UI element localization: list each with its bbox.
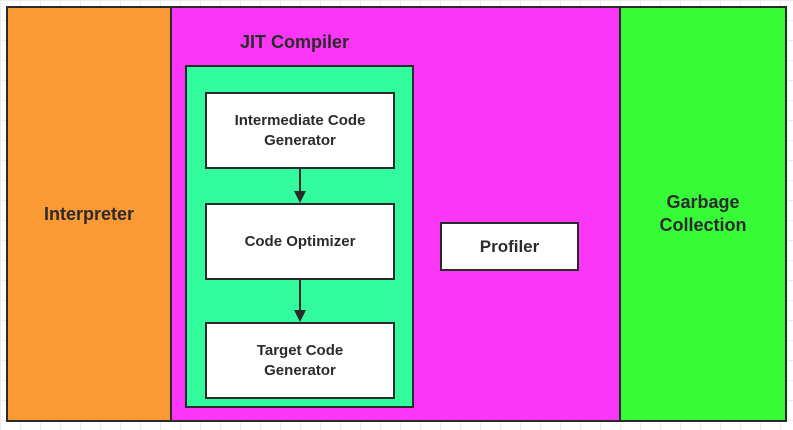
target-code-generator-label-line2: Generator <box>264 361 336 379</box>
interpreter-label: Interpreter <box>43 203 135 224</box>
code-optimizer-box: Code Optimizer <box>205 203 395 280</box>
garbage-collection-block: Garbage Collection <box>619 6 787 422</box>
intermediate-code-generator-label-line2: Generator <box>264 131 336 149</box>
profiler-label: Profiler <box>479 236 540 256</box>
garbage-collection-label-line2: Collection <box>659 215 747 235</box>
target-code-generator-label-line1: Target Code <box>256 341 344 359</box>
intermediate-code-generator-box: Intermediate Code Generator <box>205 92 395 169</box>
code-optimizer-label: Code Optimizer <box>244 232 356 250</box>
profiler-box: Profiler <box>440 222 579 271</box>
garbage-collection-label-line1: Garbage <box>666 192 740 212</box>
intermediate-code-generator-label-line1: Intermediate Code <box>234 111 366 129</box>
target-code-generator-box: Target Code Generator <box>205 322 395 399</box>
interpreter-block: Interpreter <box>6 6 172 422</box>
jit-compiler-title: JIT Compiler <box>240 32 350 52</box>
